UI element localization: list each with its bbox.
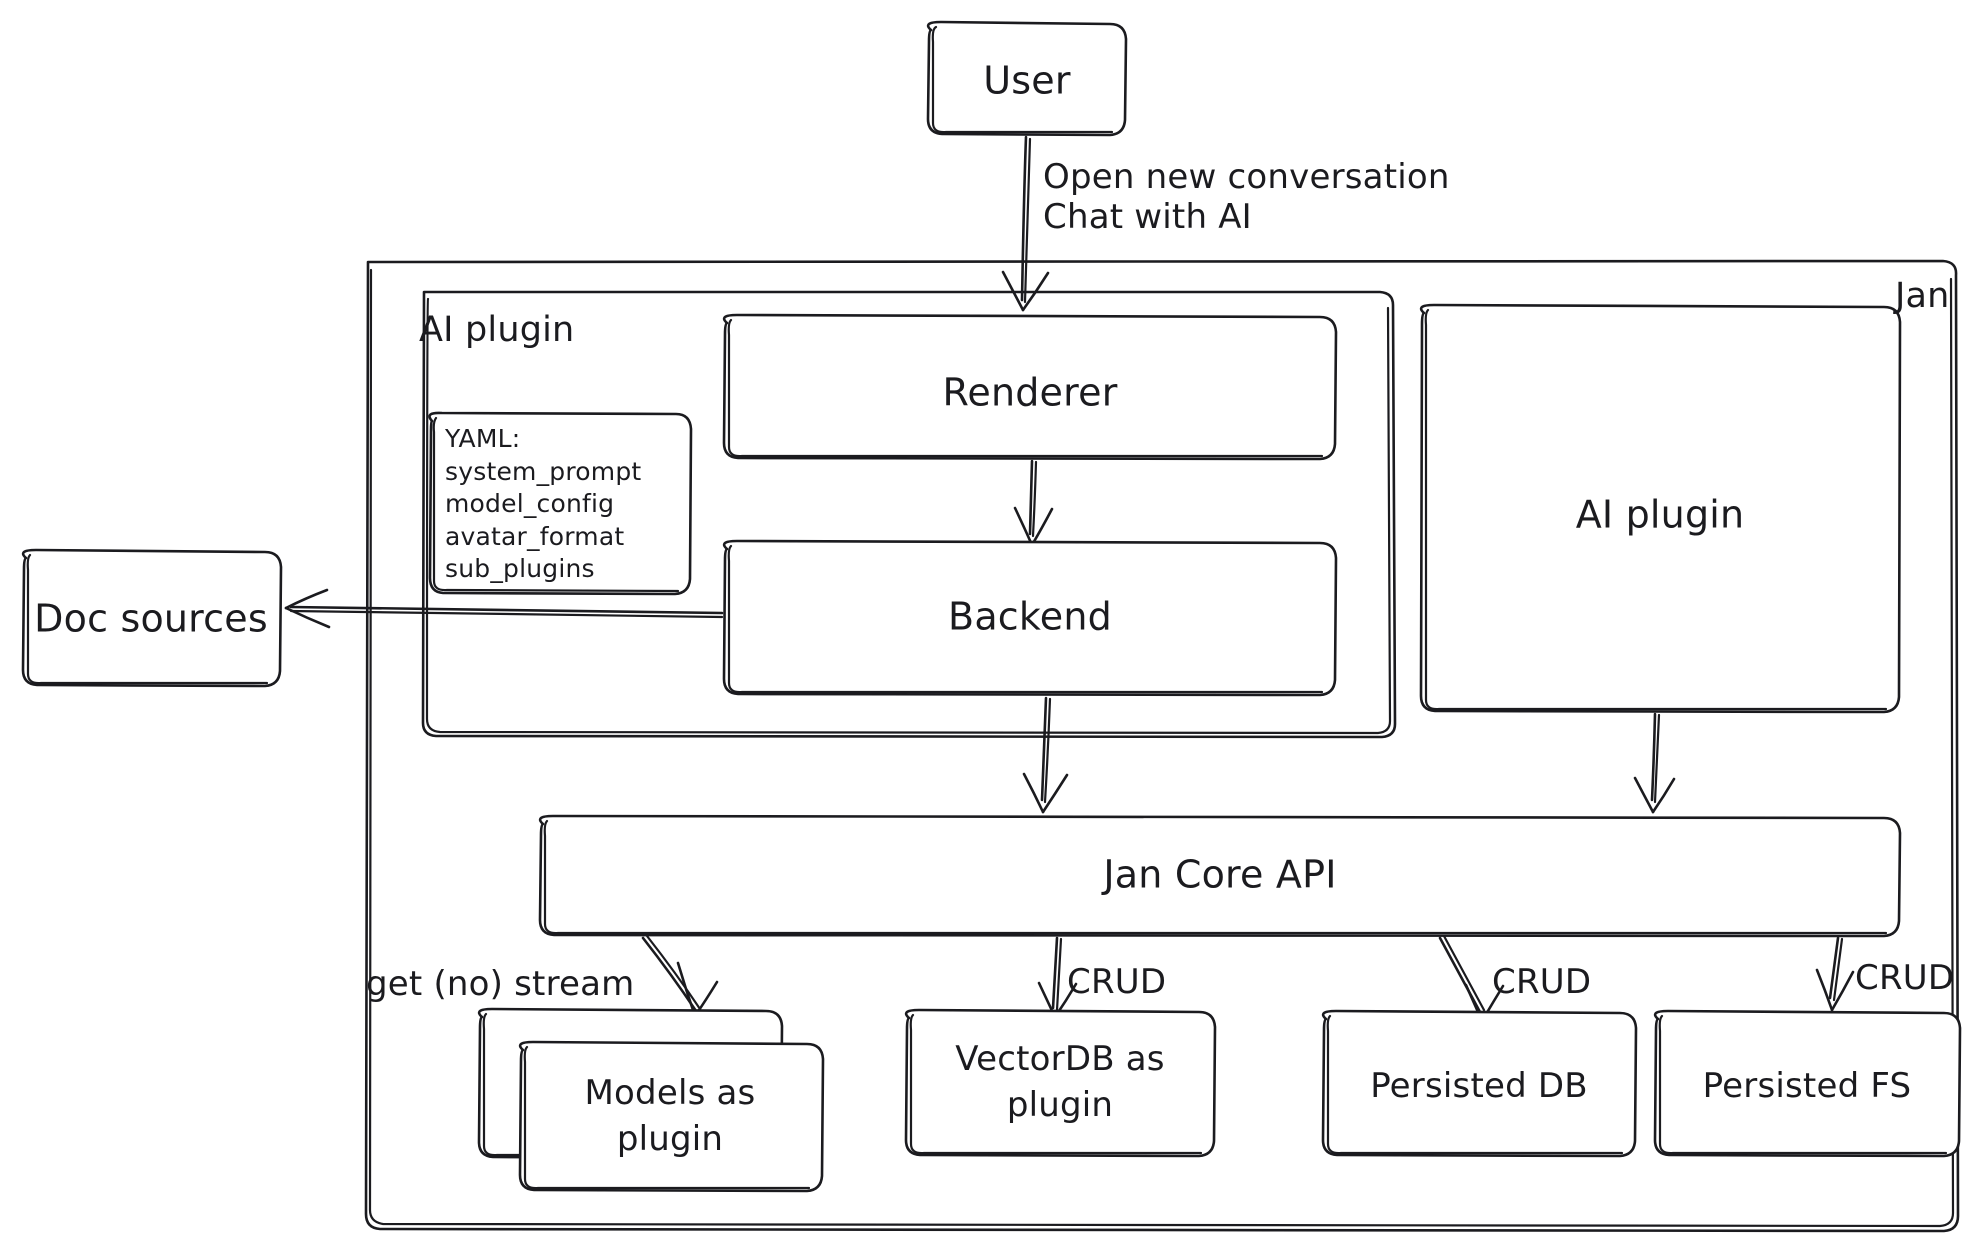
doc-sources-box-shape: [21, 548, 283, 688]
backend-box-shape: [722, 539, 1338, 697]
edge-core-to-persisted-db: [1438, 934, 1505, 1023]
jan-core-api-box-shape: [538, 814, 1902, 938]
jan-container-shape: [364, 259, 1960, 1233]
user-box-shape: [926, 20, 1128, 137]
persisted-db-box-shape: [1321, 1009, 1638, 1158]
edge-core-to-vectordb: [1037, 936, 1078, 1019]
edge-backend-to-core: [1022, 696, 1069, 814]
renderer-box-shape: [722, 313, 1338, 461]
edge-ai-plugin-to-core: [1633, 712, 1676, 814]
persisted-fs-box-shape: [1653, 1009, 1962, 1158]
edge-core-to-persisted-fs: [1815, 936, 1855, 1012]
vectordb-as-plugin-box-shape: [904, 1008, 1217, 1158]
edge-renderer-to-backend: [1013, 459, 1054, 547]
ai-plugin-right-box-shape: [1419, 303, 1902, 714]
edge-backend-to-doc-sources: [284, 588, 724, 629]
edge-user-to-renderer: [1001, 135, 1050, 312]
yaml-box-shape: [428, 411, 693, 596]
models-as-plugin-inner-shape: [518, 1040, 825, 1193]
edge-core-to-models: [641, 934, 719, 1018]
ai-plugin-group-shape: [421, 290, 1397, 739]
